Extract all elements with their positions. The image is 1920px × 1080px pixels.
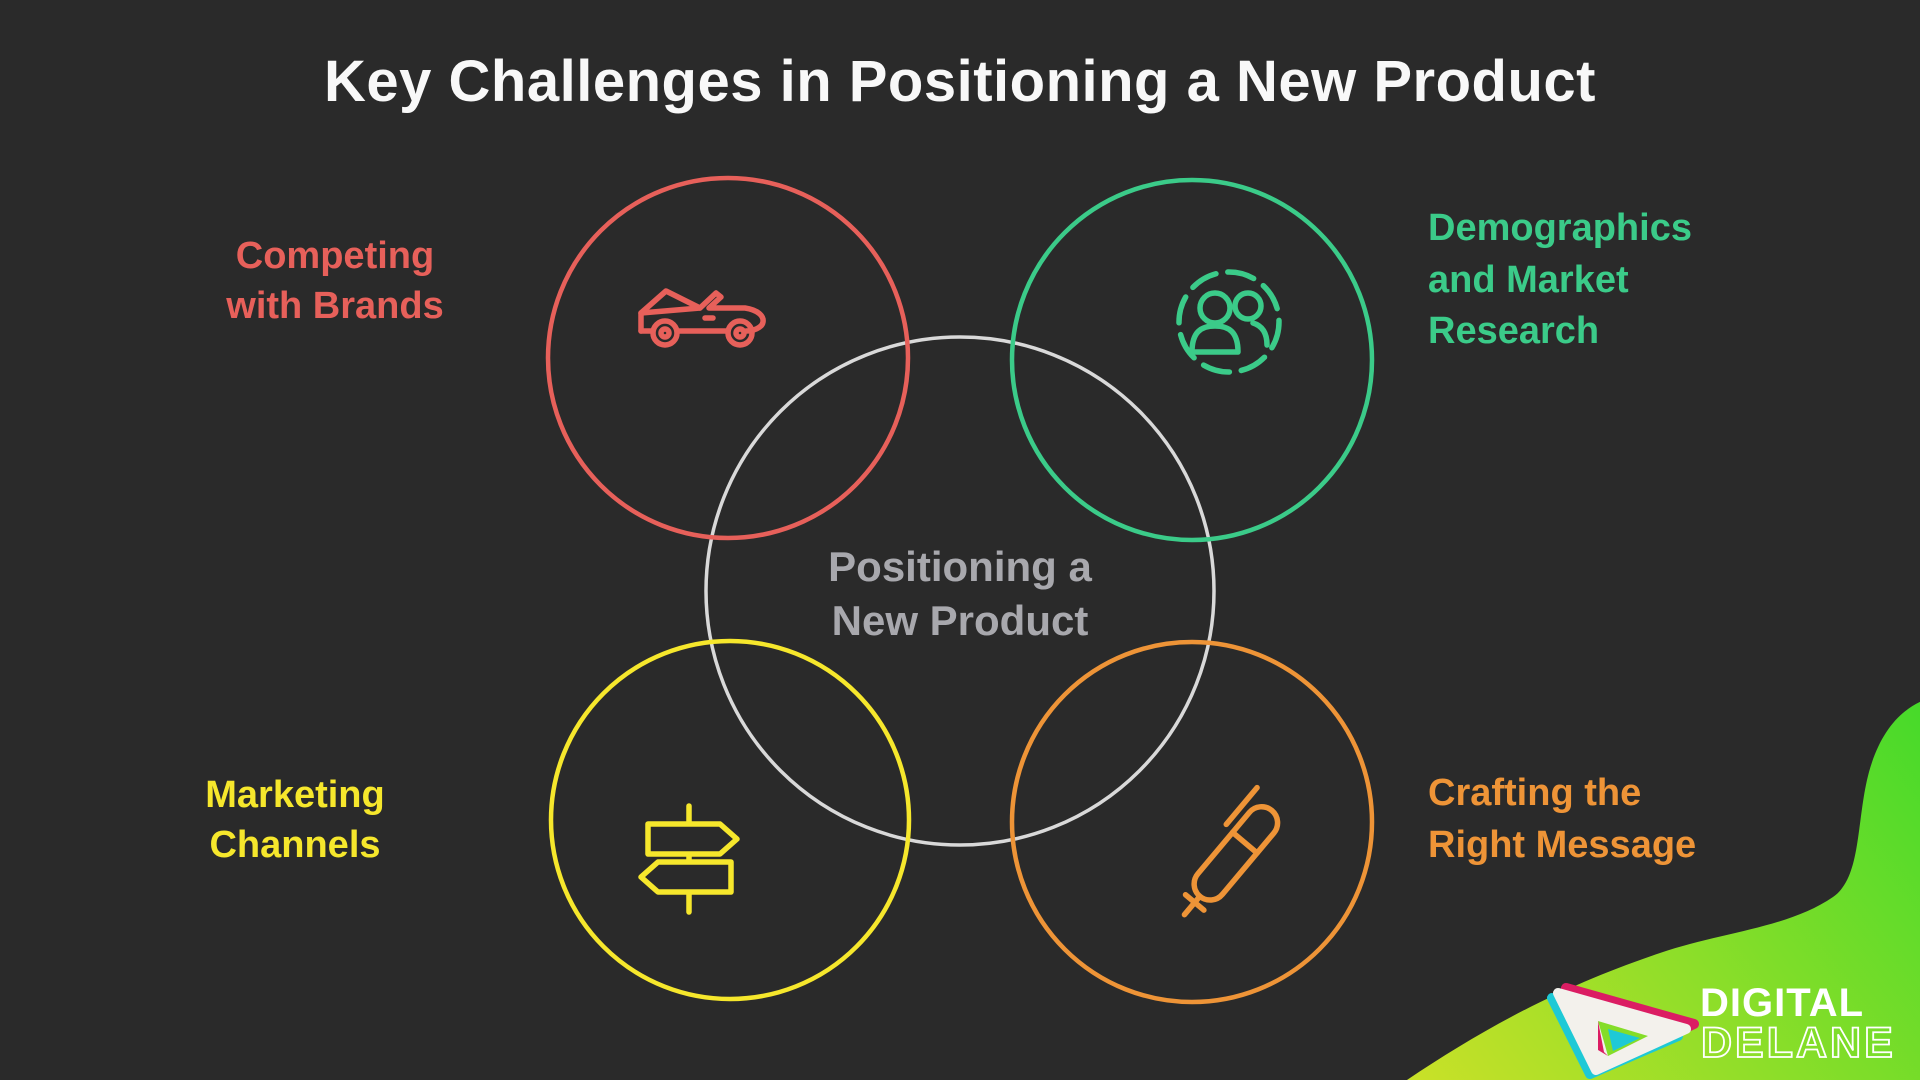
page-title: Key Challenges in Positioning a New Prod… (324, 49, 1596, 114)
logo-text-delane: DELANE (1700, 1019, 1896, 1067)
car-icon (638, 288, 766, 348)
label-demographics-research: Demographics and Market Research (1428, 207, 1692, 353)
circle-crafting (1009, 639, 1375, 1005)
logo-mark-icon (1547, 983, 1699, 1079)
people-icon (1176, 269, 1282, 375)
label-crafting-right-message: Crafting the Right Message (1428, 772, 1697, 866)
signpost-icon (638, 803, 740, 915)
circle-demographics (1009, 177, 1375, 543)
center-label: Positioning a New Product (828, 543, 1092, 644)
logo-text-digital: DIGITAL (1700, 981, 1865, 1025)
circle-competing (545, 175, 911, 541)
label-competing-with-brands: Competing with Brands (226, 235, 444, 328)
circle-marketing (548, 638, 912, 1002)
label-marketing-channels: Marketing Channels (205, 774, 385, 867)
brand-swoosh (1406, 702, 1920, 1080)
pen-icon (1181, 784, 1281, 918)
center-circle (704, 335, 1216, 847)
